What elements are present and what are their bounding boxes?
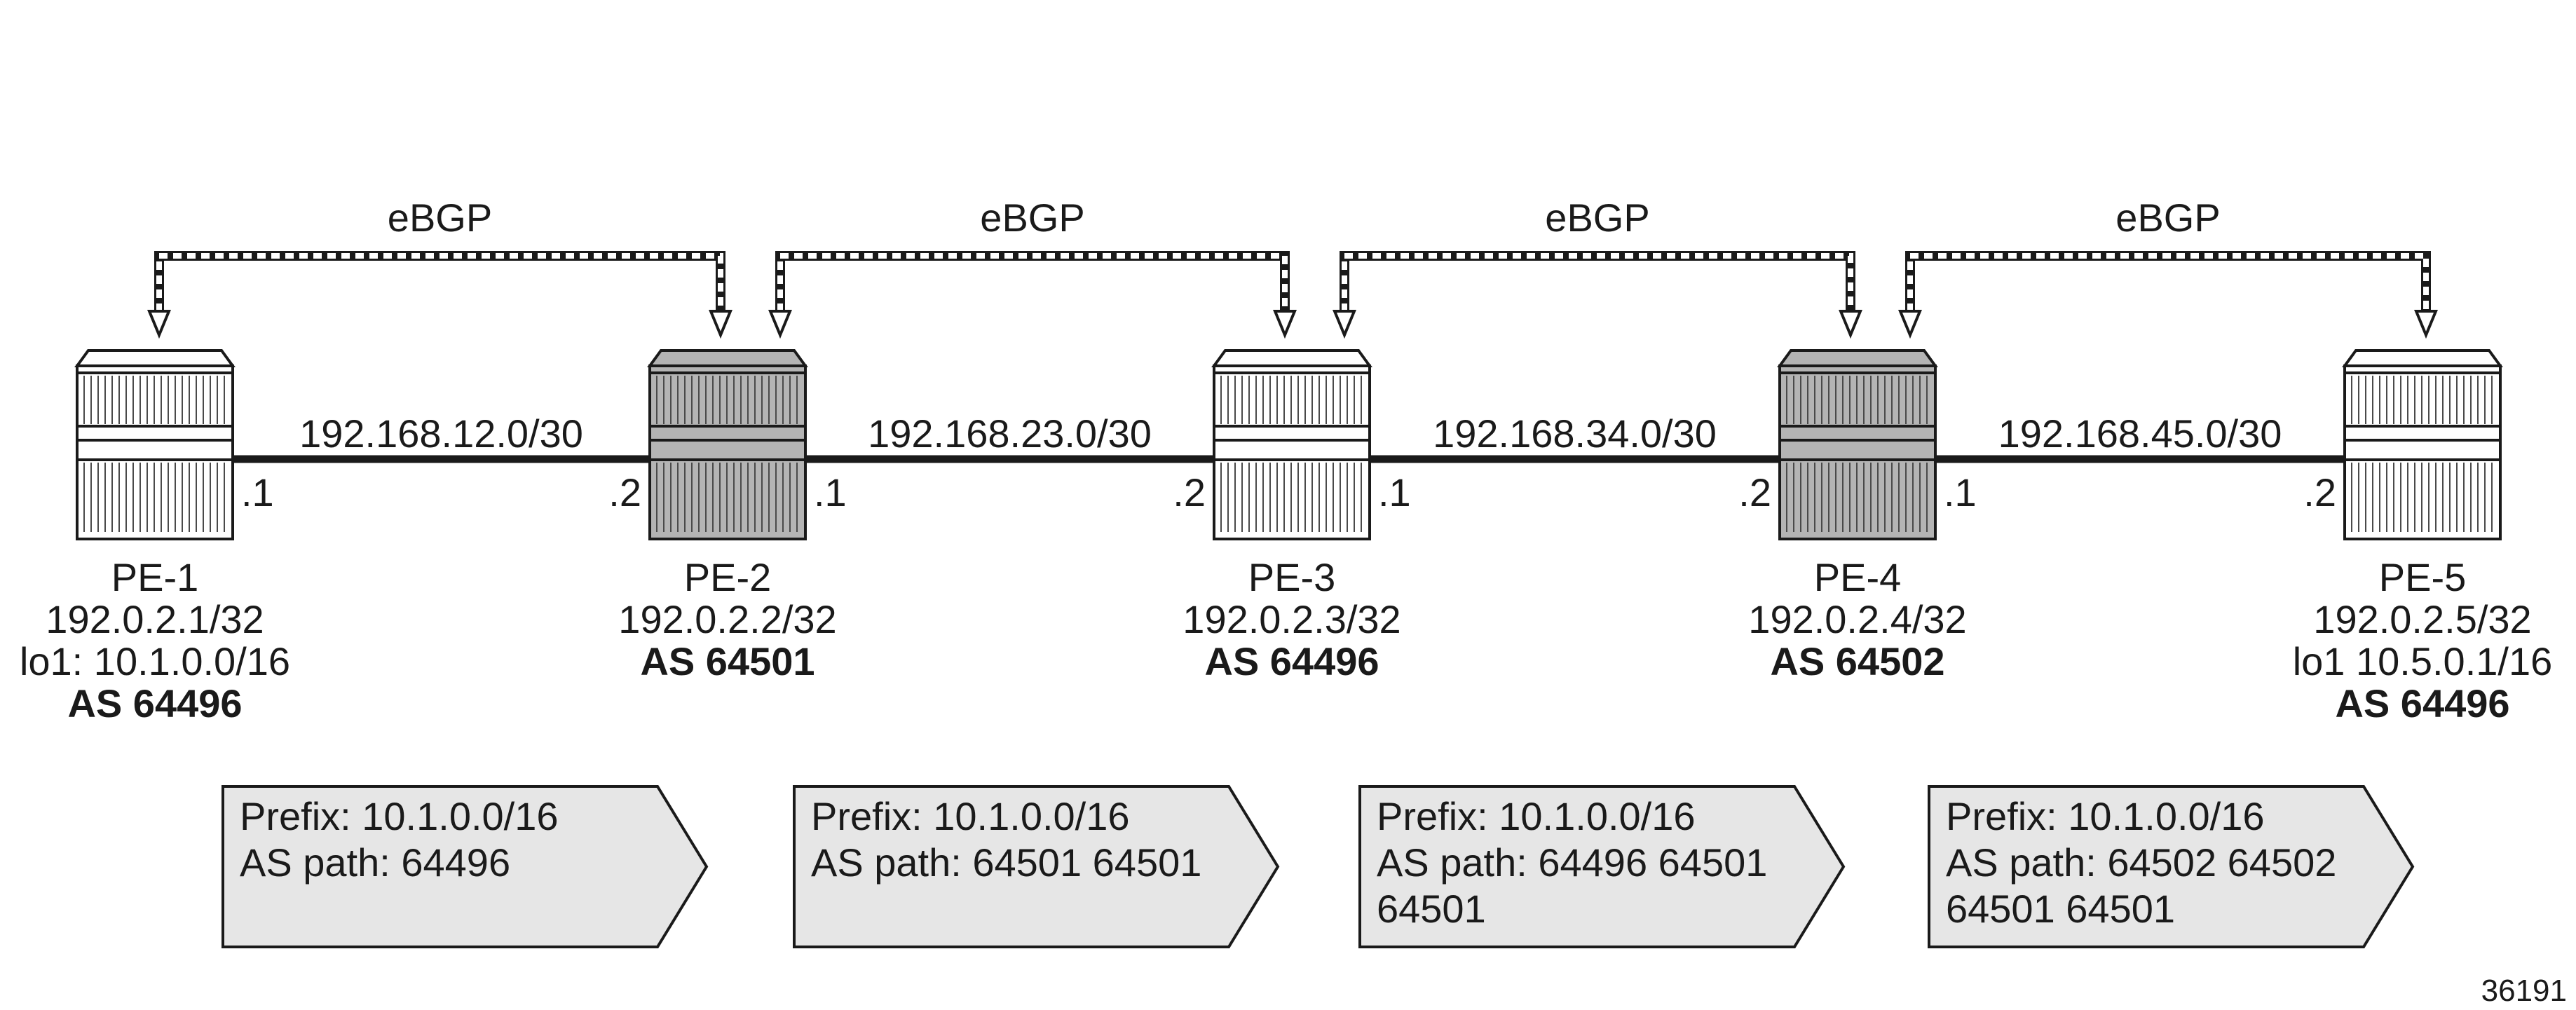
router-as-number: AS 64496 [2335,681,2509,725]
route-box-line: AS path: 64501 64501 [811,840,1201,885]
links-layer: 192.168.12.0/30 .1 .2 192.168.23.0/30 .1 .2 19… [233,411,2345,514]
link-right-end: .2 [1738,470,1771,514]
route-box-line: Prefix: 10.1.0.0/16 [240,794,559,838]
bgp-sessions-layer: eBGP eBGP eBGP eBGP [147,196,2438,339]
bgp-arrow-head [1839,310,1862,339]
router-top-bevel [2342,349,2503,367]
bgp-session: eBGP [1898,196,2438,339]
router-top-bevel [647,349,808,367]
bgp-session-dash [1342,253,1853,312]
bgp-session-outline [775,251,1290,312]
route-box-line: 64501 64501 [1946,887,2175,931]
bgp-session-outline [1340,251,1855,312]
bgp-session-outline [1905,251,2431,312]
link-right-end: .2 [608,470,641,514]
router-system-address: 192.0.2.2/32 [618,597,836,641]
route-box-line: AS path: 64496 64501 [1377,840,1767,885]
link-left-end: .1 [814,470,847,514]
link-left-end: .1 [1378,470,1411,514]
router-as-number: AS 64502 [1770,639,1944,683]
router-as-number: AS 64501 [640,639,815,683]
bgp-arrow-head [2414,310,2438,339]
route-box-line: Prefix: 10.1.0.0/16 [1377,794,1696,838]
bgp-arrow-head [709,310,732,339]
bgp-session-label: eBGP [980,196,1084,240]
route-box-shape [222,785,709,948]
bgp-session-dash [156,253,723,312]
link-left-end: .1 [241,470,274,514]
router-icon [1777,349,1938,540]
link-left-end: .1 [1944,470,1977,514]
link-subnet: 192.168.45.0/30 [1998,411,2282,456]
bgp-session: eBGP [768,196,1297,339]
route-box-shape [793,785,1280,948]
bgp-arrow-head [1898,310,1922,339]
router-top-bevel [74,349,236,367]
bgp-arrow-head [768,310,792,339]
route-box-shape [1928,785,2415,948]
router-name: PE-2 [684,555,772,599]
route-box-line: Prefix: 10.1.0.0/16 [1946,794,2265,838]
router-system-address: 192.0.2.5/32 [2313,597,2531,641]
router-system-address: 192.0.2.1/32 [46,597,264,641]
router-name: PE-3 [1248,555,1336,599]
router-as-number: AS 64496 [1204,639,1379,683]
router-name: PE-1 [111,555,199,599]
router-icon [647,349,808,540]
route-box-line: AS path: 64496 [240,840,510,885]
bgp-session-label: eBGP [388,196,492,240]
figure-id: 36191 [2481,974,2567,1008]
bgp-session-dash [777,253,1288,312]
link-subnet: 192.168.12.0/30 [299,411,583,456]
router-icon [74,349,236,540]
link-subnet: 192.168.23.0/30 [868,411,1152,456]
link-right-end: .2 [2303,470,2336,514]
link-subnet: 192.168.34.0/30 [1433,411,1717,456]
router-name: PE-4 [1814,555,1902,599]
router-loopback: lo1 10.5.0.1/16 [2293,639,2553,683]
bgp-arrow-head [1333,310,1356,339]
router-loopback: lo1: 10.1.0.0/16 [20,639,290,683]
router-as-number: AS 64496 [67,681,242,725]
bgp-session: eBGP [147,196,732,339]
router-system-address: 192.0.2.3/32 [1183,597,1401,641]
bgp-session-label: eBGP [1545,196,1649,240]
router-top-bevel [1777,349,1938,367]
router-name: PE-5 [2379,555,2467,599]
bgp-session: eBGP [1333,196,1862,339]
link-right-end: .2 [1173,470,1206,514]
router-icon [2342,349,2503,540]
bgp-session-outline [154,251,725,312]
route-box-line: 64501 [1377,887,1486,931]
bgp-arrow-head [147,310,171,339]
router-system-address: 192.0.2.4/32 [1748,597,1966,641]
bgp-arrow-head [1273,310,1297,339]
route-box-shape [1358,785,1846,948]
route-box-line: AS path: 64502 64502 [1946,840,2336,885]
bgp-session-label: eBGP [2115,196,2220,240]
router-icon [1211,349,1372,540]
bgp-session-dash [1907,253,2429,312]
route-box-line: Prefix: 10.1.0.0/16 [811,794,1130,838]
router-top-bevel [1211,349,1372,367]
